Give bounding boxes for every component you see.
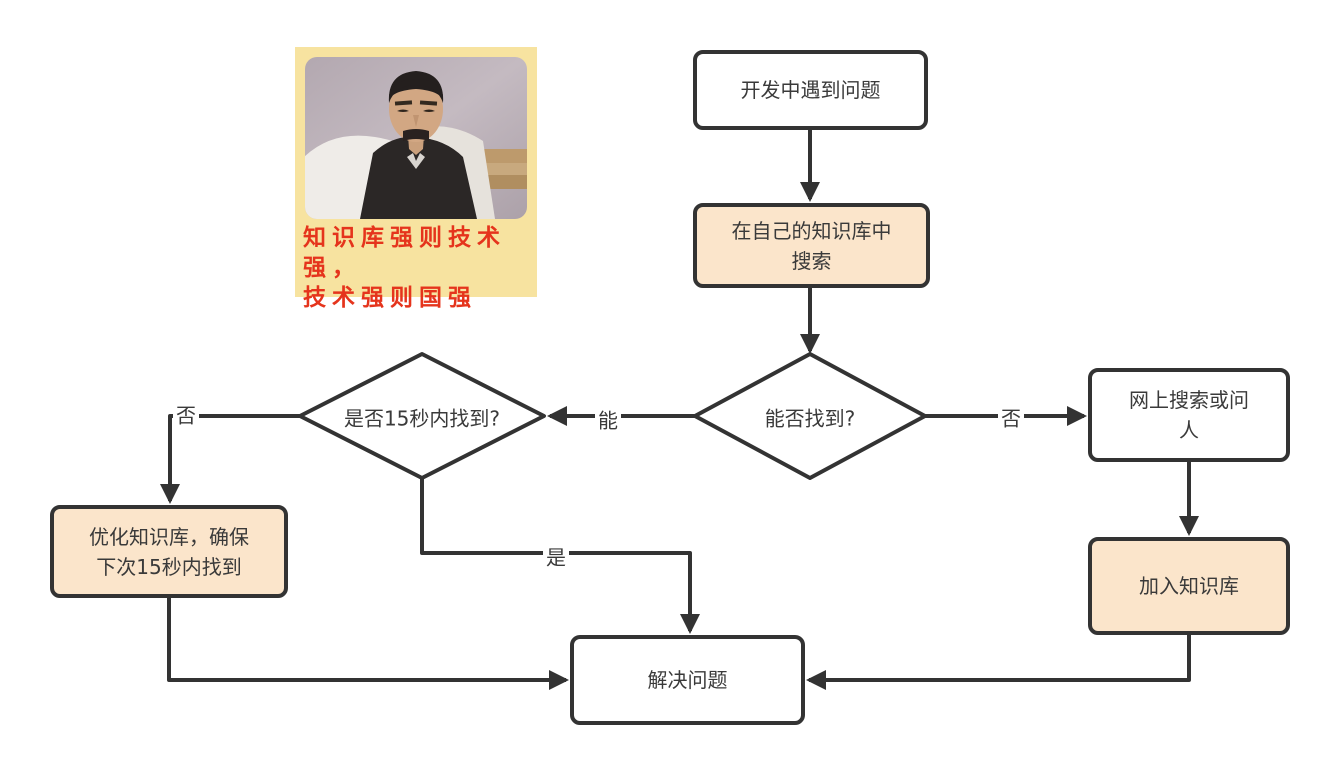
edge-fast-to-optimize	[160, 414, 300, 504]
node-solve-problem: 解决问题	[570, 635, 805, 725]
edge-label-can: 能	[595, 403, 621, 435]
edge-label-no-right: 否	[998, 401, 1024, 433]
decision-fast-shape	[298, 352, 546, 480]
edge-label-yes: 是	[543, 540, 569, 572]
node-optimize-knowledge-base: 优化知识库，确保 下次15秒内找到	[50, 505, 288, 598]
poster-card: 知识库强则技术强， 技术强则国强	[295, 47, 537, 311]
luxun-portrait-image	[305, 57, 527, 219]
node-start: 开发中遇到问题	[693, 50, 928, 130]
decision-found-shape	[693, 352, 927, 480]
decision-found-label: 能否找到?	[764, 406, 856, 431]
edge-label-no-left: 否	[173, 398, 199, 430]
node-search-knowledge-base: 在自己的知识库中 搜索	[693, 203, 930, 288]
node-add-to-knowledge-base: 加入知识库	[1088, 537, 1290, 635]
edge-optimize-to-solve	[167, 598, 569, 690]
node-search-online: 网上搜索或问 人	[1088, 368, 1290, 462]
poster-slogan: 知识库强则技术强， 技术强则国强	[303, 225, 506, 311]
edge-add-to-solve	[806, 635, 1191, 690]
decision-fast-label: 是否15秒内找到?	[343, 406, 501, 431]
